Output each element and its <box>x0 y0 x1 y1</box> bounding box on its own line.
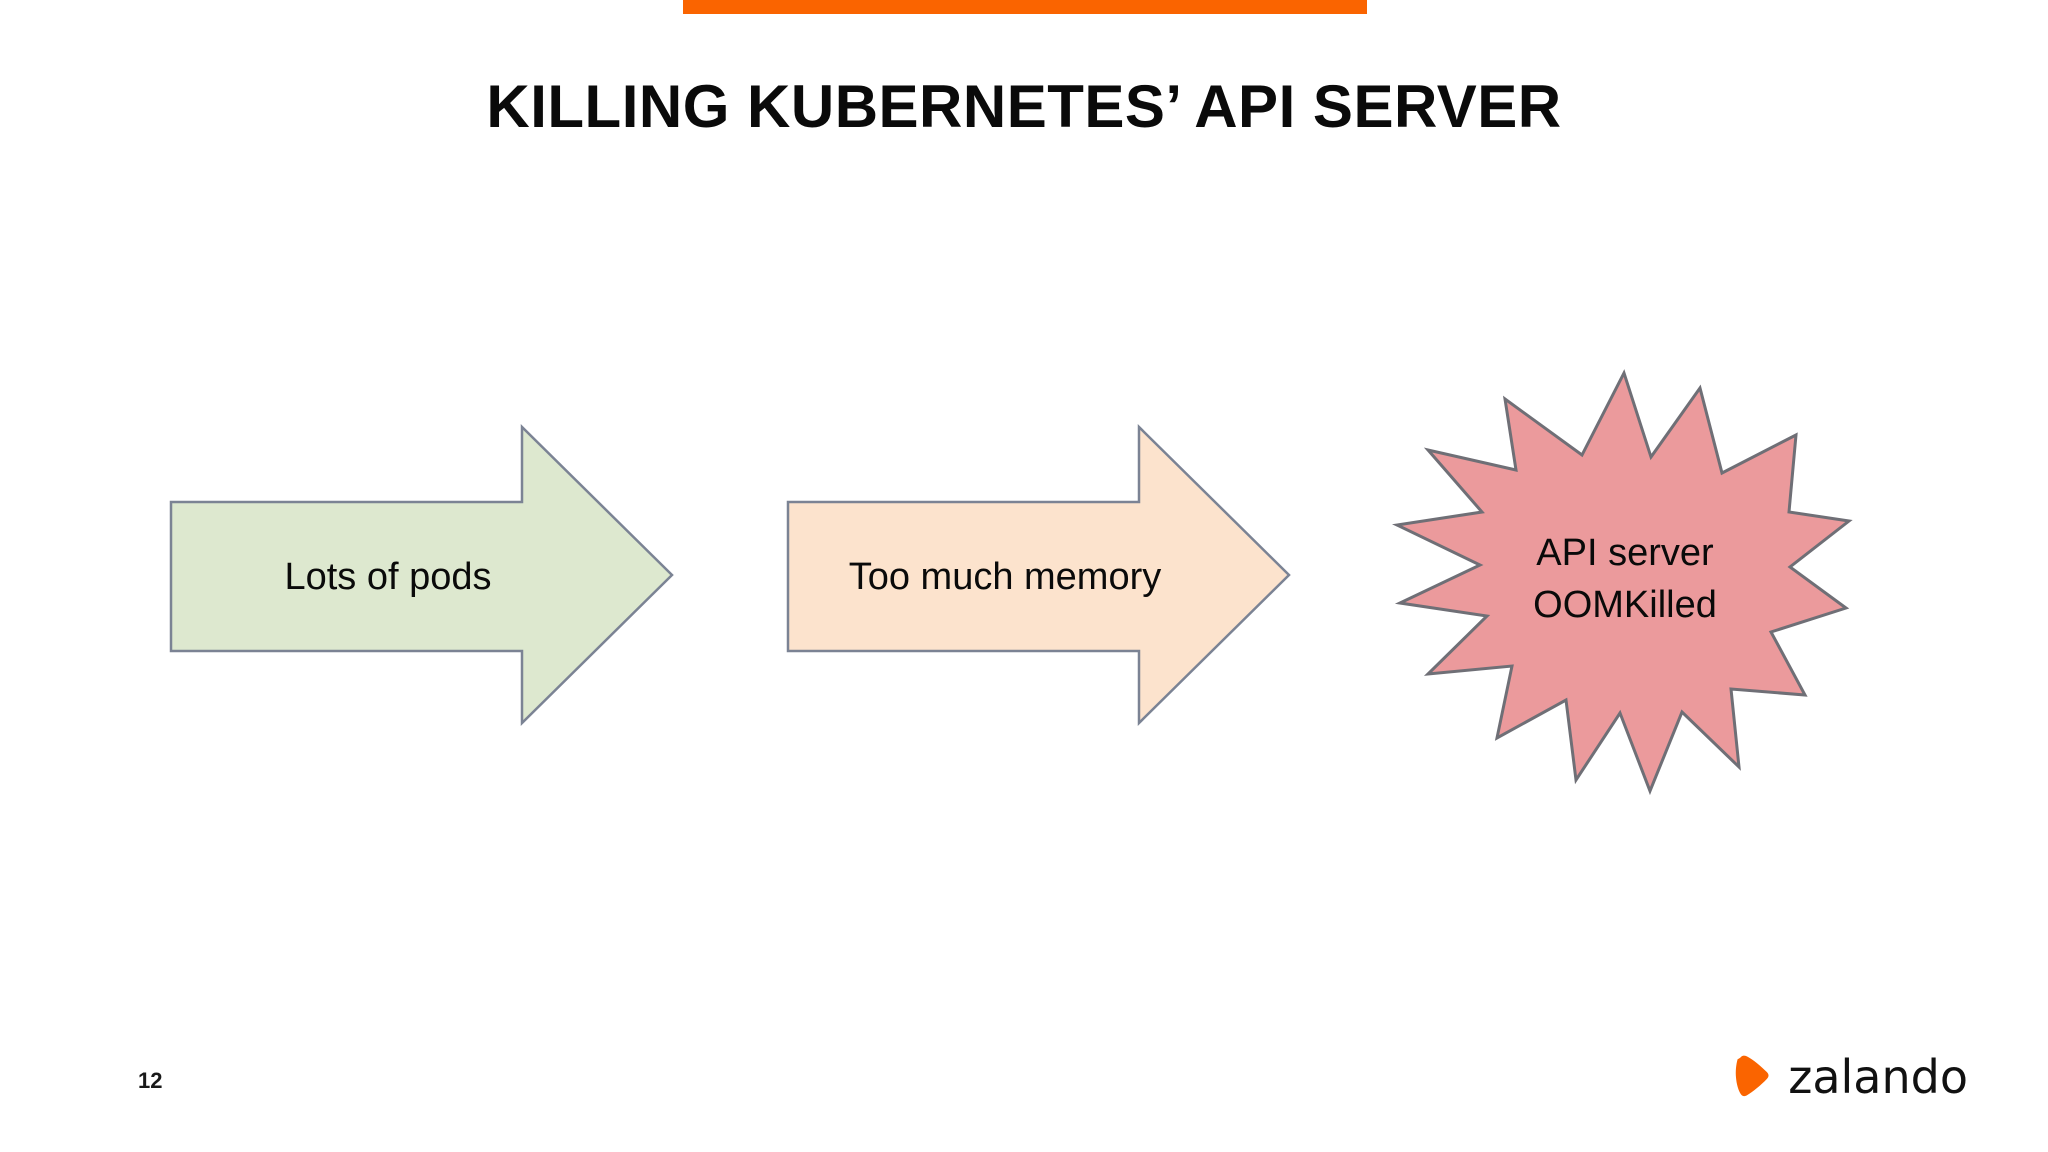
explosion-star-shape <box>1391 369 1853 796</box>
flow-step-label-1: Lots of pods <box>284 556 491 598</box>
flow-step-lots-of-pods: Lots of pods <box>169 424 674 726</box>
right-arrow-shape-green <box>169 424 674 726</box>
top-accent-bar <box>683 0 1367 14</box>
brand-wordmark: zalando <box>1788 1050 1968 1104</box>
flow-step-too-much-memory: Too much memory <box>786 424 1291 726</box>
flow-step-label-2: Too much memory <box>849 556 1162 598</box>
page-number: 12 <box>138 1068 163 1093</box>
flow-step-label-3-line2: OOMKilled <box>1533 584 1717 626</box>
flow-step-api-server-oomkilled: API server OOMKilled <box>1391 369 1853 796</box>
flow-step-label-3-line1: API server <box>1536 532 1714 574</box>
brand-logo: zalando <box>1734 1050 1968 1104</box>
right-arrow-shape-orange <box>786 424 1291 726</box>
zalando-play-mark-icon <box>1735 1055 1769 1097</box>
page-title: KILLING KUBERNETES’ API SERVER <box>486 73 1562 140</box>
